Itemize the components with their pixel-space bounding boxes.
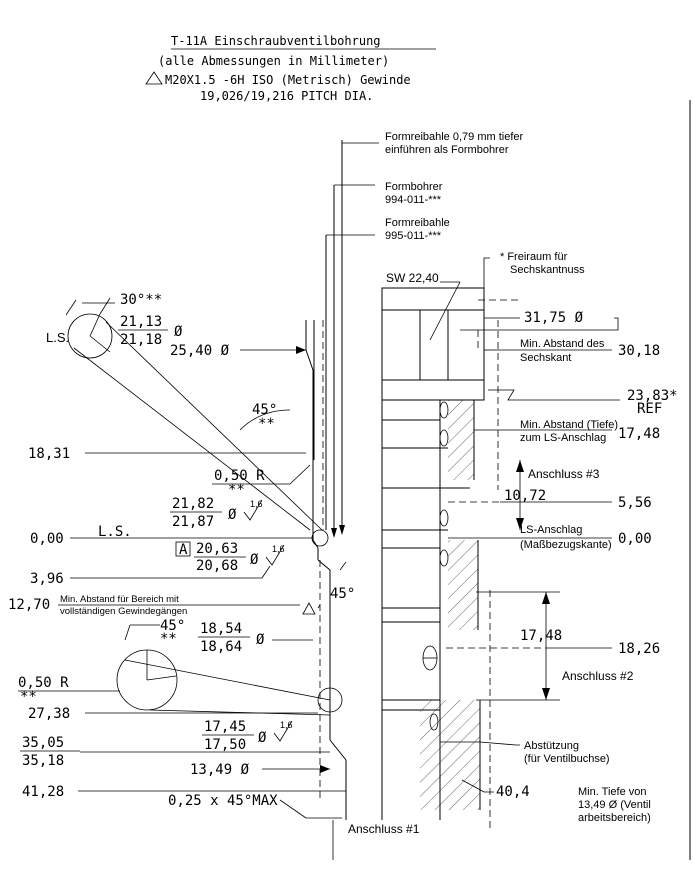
surface-finish-3: 1,6 bbox=[280, 720, 293, 730]
dim-41-28: 41,28 bbox=[22, 784, 64, 800]
min-abstand-tiefe-2: zum LS-Anschlag bbox=[520, 432, 606, 444]
note-formreibahle-tiefer-1: Formreibahle 0,79 mm tiefer bbox=[385, 131, 523, 143]
dia-symbol: Ø bbox=[250, 552, 259, 568]
title: T-11A Einschraubventilbohrung bbox=[171, 34, 381, 48]
angle-30: 30°** bbox=[120, 292, 162, 308]
dim-21-87: 21,87 bbox=[172, 514, 214, 530]
dim-27-38: 27,38 bbox=[28, 706, 70, 722]
thread-spec: M20X1.5 -6H ISO (Metrisch) Gewinde bbox=[165, 73, 411, 87]
min-abstand-tiefe-1: Min. Abstand (Tiefe) bbox=[520, 419, 618, 431]
subtitle: (alle Abmessungen in Millimeter) bbox=[158, 54, 389, 68]
arrow-icon bbox=[339, 525, 345, 535]
radius-050: 0,50 R bbox=[214, 468, 265, 484]
dim-23-83: 23,83* bbox=[627, 388, 678, 404]
angle-45c: 45° bbox=[160, 618, 185, 634]
ls-marker-circle bbox=[311, 529, 329, 547]
dim-17-45: 17,45 bbox=[204, 719, 246, 735]
triangle-icon bbox=[302, 602, 316, 615]
dim-3-96: 3,96 bbox=[30, 571, 64, 587]
dim-18-64: 18,64 bbox=[200, 639, 242, 655]
stars-1: ** bbox=[258, 416, 275, 432]
dim-35-05: 35,05 bbox=[22, 735, 64, 751]
sw-22-40: SW 22,40 bbox=[386, 271, 439, 285]
ls-detail-circle bbox=[67, 313, 113, 359]
dia-symbol: Ø bbox=[256, 632, 265, 648]
ls-label: L.S. bbox=[98, 524, 132, 540]
note-formreibahle-tiefer-2: einführen als Formbohrer bbox=[385, 144, 509, 156]
abstuetzung-2: (für Ventilbuchse) bbox=[524, 753, 610, 765]
dim-18-54: 18,54 bbox=[200, 621, 242, 637]
dim-40-4: 40,4 bbox=[496, 784, 530, 800]
freiraum-1: * Freiraum für bbox=[500, 251, 568, 263]
min-tiefe-3: arbeitsbereich) bbox=[578, 812, 651, 824]
dim-21-82: 21,82 bbox=[172, 496, 214, 512]
dim-21-13: 21,13 bbox=[120, 314, 162, 330]
dim-31-75: 31,75 Ø bbox=[524, 310, 584, 326]
dim-0-00-left: 0,00 bbox=[30, 531, 64, 547]
anschluss-3: Anschluss #3 bbox=[528, 467, 600, 481]
dim-17-50: 17,50 bbox=[204, 737, 246, 753]
dim-18-31: 18,31 bbox=[28, 446, 70, 462]
dim-13-49: 13,49 Ø bbox=[190, 762, 250, 778]
ls-anschlag-1: LS-Anschlag bbox=[520, 524, 582, 536]
dim-17-48b: 17,48 bbox=[520, 628, 562, 644]
surface-finish-2: 1,6 bbox=[272, 544, 285, 554]
dim-30-18: 30,18 bbox=[618, 343, 660, 359]
dia-symbol: Ø bbox=[174, 324, 183, 340]
chamfer-note: 0,25 x 45°MAX bbox=[168, 793, 278, 809]
stars-3: ** bbox=[160, 631, 177, 647]
angle-45: 45° bbox=[252, 402, 277, 418]
anschluss-1: Anschluss #1 bbox=[348, 822, 420, 836]
radius-050b: 0,50 R bbox=[18, 675, 69, 691]
abstuetzung-1: Abstützung bbox=[524, 740, 579, 752]
dim-12-70: 12,70 bbox=[8, 597, 50, 613]
ls-anschlag-2: (Maßbezugskante) bbox=[520, 539, 612, 551]
dim-5-56: 5,56 bbox=[618, 495, 652, 511]
dim-20-63: 20,63 bbox=[196, 541, 238, 557]
min-abstand-sechskant-1: Min. Abstand des bbox=[520, 338, 605, 350]
detail-marker-circle bbox=[317, 687, 343, 713]
dim-17-48: 17,48 bbox=[618, 426, 660, 442]
note-formreibahle-2: 995-011-*** bbox=[385, 230, 442, 242]
note-formbohrer-2: 994-011-*** bbox=[385, 194, 442, 206]
arrow-icon bbox=[331, 528, 337, 538]
min-abstand-sechskant-2: Sechskant bbox=[520, 352, 571, 364]
datum-a: A bbox=[179, 542, 188, 558]
dim-21-18: 21,18 bbox=[120, 332, 162, 348]
ref-label: REF bbox=[637, 401, 662, 417]
min-tiefe-1: Min. Tiefe von bbox=[578, 786, 646, 798]
triangle-icon bbox=[145, 71, 163, 85]
stars-2: ** bbox=[228, 482, 245, 498]
anschluss-2: Anschluss #2 bbox=[562, 669, 634, 683]
pitch-spec: 19,026/19,216 PITCH DIA. bbox=[200, 89, 373, 103]
dim-25-40: 25,40 Ø bbox=[170, 343, 230, 359]
dia-symbol: Ø bbox=[228, 507, 237, 523]
dim-20-68: 20,68 bbox=[196, 558, 238, 574]
datum-box-a bbox=[175, 541, 191, 557]
angle-45b: 45° bbox=[330, 586, 355, 602]
valve-body bbox=[381, 287, 520, 830]
dim-35-18: 35,18 bbox=[22, 753, 64, 769]
ls-top-label: L.S. bbox=[46, 330, 69, 345]
dia-symbol: Ø bbox=[258, 730, 267, 746]
dim-0-00-right: 0,00 bbox=[618, 531, 652, 547]
min-tiefe-2: 13,49 Ø (Ventil bbox=[578, 799, 651, 811]
min-abstand-bereich-1: Min. Abstand für Bereich mit bbox=[60, 594, 179, 605]
note-formreibahle-1: Formreibahle bbox=[385, 217, 450, 229]
stars-4: ** bbox=[20, 689, 37, 705]
min-abstand-bereich-2: vollständigen Gewindegängen bbox=[60, 606, 187, 617]
dim-18-26: 18,26 bbox=[618, 641, 660, 657]
freiraum-2: Sechskantnuss bbox=[510, 264, 585, 276]
surface-finish-1: 1,6 bbox=[250, 499, 263, 509]
dim-10-72: 10,72 bbox=[504, 488, 546, 504]
note-formbohrer-1: Formbohrer bbox=[385, 181, 443, 193]
